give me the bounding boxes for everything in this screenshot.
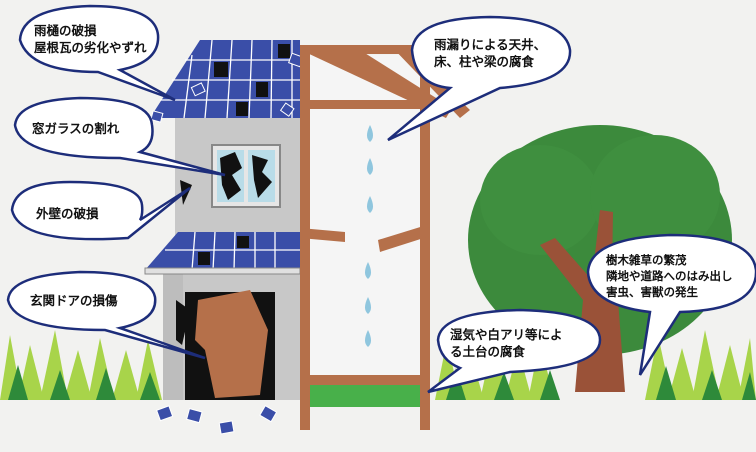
gutter (144, 267, 301, 275)
callout-gutter-line1: 雨樋の破損 (34, 23, 97, 38)
tree-trunk (540, 210, 657, 392)
bubble-leak (387, 15, 572, 142)
interior-wall (300, 55, 430, 400)
callout-leak-line1: 雨漏りによる天井、 (434, 37, 547, 52)
grass-left-dark (8, 365, 160, 400)
tree-canopy-right (590, 135, 720, 255)
callout-door-line1: 玄関ドアの損傷 (30, 293, 118, 308)
callout-tree: 樹木雑草の繁茂 隣地や道路へのはみ出し 害虫、害獣の発生 (606, 252, 733, 300)
bubble-door (6, 270, 206, 360)
callout-tree-line2: 隣地や道路へのはみ出し (606, 269, 733, 283)
speech-bubbles (6, 4, 756, 394)
callout-door: 玄関ドアの損傷 (30, 292, 118, 309)
broken-door (195, 290, 268, 398)
tree (468, 125, 732, 392)
bubble-gutter (18, 4, 176, 102)
water-drop-icon (365, 125, 373, 347)
callout-wall-line1: 外壁の破損 (36, 206, 99, 221)
callout-window-line1: 窓ガラスの割れ (32, 121, 120, 136)
callout-termite-line1: 湿気や白アリ等によ (450, 327, 563, 342)
callout-tree-line1: 樹木雑草の繁茂 (606, 253, 687, 267)
callout-tree-line3: 害虫、害獣の発生 (606, 285, 698, 299)
callout-leak-line2: 床、柱や梁の腐食 (434, 54, 535, 69)
lower-roof-tiles (165, 231, 300, 271)
callout-wall: 外壁の破損 (36, 205, 99, 222)
house (144, 39, 304, 435)
callout-gutter: 雨樋の破損 屋根瓦の劣化やずれ (34, 22, 147, 56)
callout-termite: 湿気や白アリ等によ る土台の腐食 (450, 326, 563, 360)
broken-glass-icon (220, 152, 242, 200)
bubble-window (13, 96, 226, 177)
lower-roof (145, 232, 300, 270)
bubble-tree (586, 233, 756, 376)
callout-window: 窓ガラスの割れ (32, 120, 119, 137)
bubble-termite (427, 308, 602, 394)
broken-glass-icon-2 (252, 155, 272, 198)
flying-tiles (150, 52, 304, 123)
callout-termite-line2: る土台の腐食 (450, 344, 526, 359)
fallen-tile-icon (156, 404, 278, 435)
lower-roof-missing-tiles (198, 236, 249, 265)
callout-gutter-line2: 屋根瓦の劣化やずれ (34, 40, 147, 55)
foundation-rot (310, 385, 420, 407)
upper-roof (150, 40, 300, 118)
upper-roof-missing-tiles (214, 44, 290, 116)
bubble-wall (10, 180, 191, 241)
tree-canopy-left (480, 145, 600, 255)
callout-leak: 雨漏りによる天井、 床、柱や梁の腐食 (434, 36, 546, 70)
house-lower-wall-edge (163, 250, 183, 400)
ground-area (0, 400, 756, 452)
